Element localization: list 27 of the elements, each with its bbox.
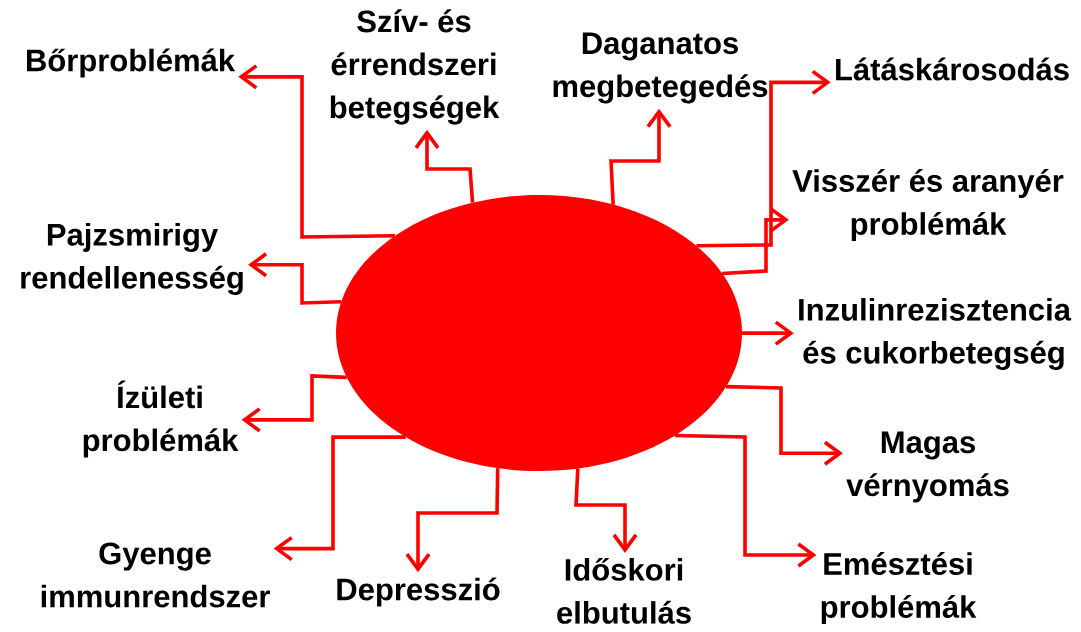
arrow [241, 374, 347, 433]
ellipse [336, 195, 742, 471]
text-label: Magas vérnyomás [846, 431, 1009, 503]
arrow [248, 252, 342, 305]
text-label: Pajzsmirigy rendellenesség [21, 222, 243, 295]
arrow [238, 64, 395, 239]
arrow [405, 468, 500, 573]
text-label: Daganatos megbetegedés [553, 32, 768, 104]
text-label: Szív- és érrendszeri betegségek [330, 9, 500, 125]
text-label: Inzulinrezisztencia és cukorbetegség [799, 297, 1072, 370]
arrow [273, 435, 406, 562]
arrow [740, 320, 794, 346]
arrow [726, 384, 843, 466]
text-label: Visszér és aranyér problémák [792, 168, 1064, 242]
arrow [414, 129, 475, 203]
text-label: Depresszió [337, 577, 500, 607]
arrow [674, 433, 817, 568]
arrow [696, 69, 831, 248]
text-label: Időskori elbutulás [557, 558, 691, 624]
text-label: Gyenge immunrendszer [41, 542, 270, 608]
text-label: Bőrproblémák [27, 48, 236, 78]
text-label: Emésztési problémák [821, 551, 977, 625]
arrow [574, 468, 638, 553]
arrow [722, 207, 789, 276]
text-label: Látáskárosodás [836, 57, 1069, 81]
arrow [609, 108, 672, 205]
text-label: Ízületi problémák [83, 380, 239, 458]
